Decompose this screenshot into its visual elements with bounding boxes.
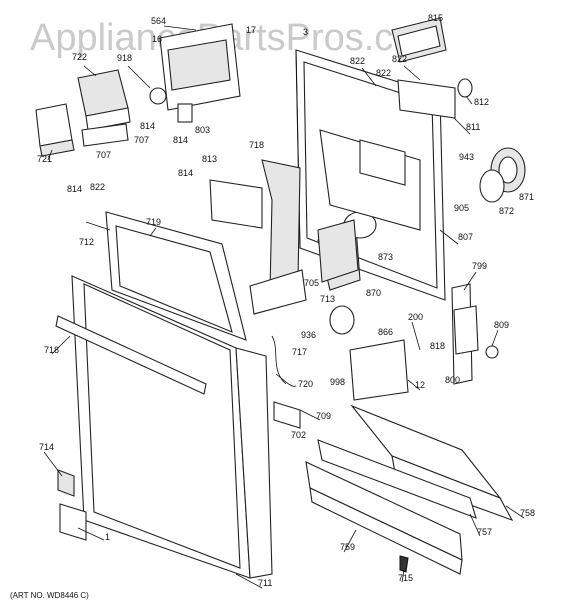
callout-803: 803 — [195, 125, 210, 135]
wire-720 — [275, 373, 297, 387]
callout-800: 800 — [445, 375, 460, 385]
door-handle-718 — [55, 315, 207, 395]
callout-720: 720 — [298, 379, 313, 389]
knob-812 — [457, 78, 473, 98]
callout-799: 799 — [472, 261, 487, 271]
bracket-707 — [81, 123, 129, 147]
callout-12: 12 — [415, 380, 425, 390]
harness-718 — [261, 159, 301, 291]
callout-998: 998 — [330, 377, 345, 387]
hinge-800 — [451, 283, 479, 385]
callout-17: 17 — [246, 25, 256, 35]
wire-717 — [271, 335, 287, 385]
gear-872 — [479, 169, 505, 203]
callout-715: 715 — [398, 573, 413, 583]
callout-813: 813 — [202, 154, 217, 164]
watermark-text: AppliancePartsPros.com — [30, 17, 446, 59]
screw-715 — [399, 555, 409, 573]
callout-943: 943 — [459, 152, 474, 162]
callout-822: 822 — [392, 54, 407, 64]
callout-200: 200 — [408, 312, 423, 322]
callout-705: 705 — [304, 278, 319, 288]
callout-702: 702 — [291, 430, 306, 440]
screw-809 — [485, 345, 499, 359]
callout-3: 3 — [303, 27, 308, 37]
callout-822: 822 — [376, 68, 391, 78]
door-frame-712 — [105, 211, 247, 341]
kickplate-759 — [305, 461, 463, 575]
callout-713: 713 — [320, 294, 335, 304]
callout-814: 814 — [178, 168, 193, 178]
callout-16: 16 — [152, 34, 162, 44]
callout-711: 711 — [258, 578, 272, 588]
dispenser-12 — [349, 339, 409, 401]
callout-905: 905 — [454, 203, 469, 213]
callout-809: 809 — [494, 320, 509, 330]
callout-757: 757 — [477, 527, 492, 537]
callout-722: 722 — [72, 52, 87, 62]
callout-719: 719 — [146, 217, 161, 227]
callout-718: 718 — [44, 345, 59, 355]
callout-707: 707 — [96, 150, 111, 160]
callout-707: 707 — [134, 135, 149, 145]
panel-757 — [317, 439, 477, 519]
callout-814: 814 — [173, 135, 188, 145]
callout-758: 758 — [520, 508, 535, 518]
badge-714 — [57, 469, 75, 497]
callout-936: 936 — [301, 330, 316, 340]
callout-870: 870 — [366, 288, 381, 298]
control-board-815 — [391, 17, 456, 119]
callout-822: 822 — [90, 182, 105, 192]
module-721 — [35, 103, 75, 157]
callout-814: 814 — [140, 121, 155, 131]
callout-1: 1 — [105, 532, 110, 542]
callout-812: 812 — [474, 97, 489, 107]
module-722 — [77, 69, 131, 131]
callout-714: 714 — [39, 442, 54, 452]
leader-lines — [43, 25, 525, 589]
callout-873: 873 — [378, 252, 393, 262]
bracket-705 — [249, 269, 307, 315]
callout-718: 718 — [249, 140, 264, 150]
pump-assembly — [149, 23, 241, 123]
callout-811: 811 — [466, 122, 480, 132]
callout-717: 717 — [292, 347, 307, 357]
callout-818: 818 — [430, 341, 445, 351]
vent-866 — [329, 305, 355, 335]
duct-870 — [317, 219, 359, 283]
callout-814: 814 — [67, 184, 82, 194]
art-number: (ART NO. WD8446 C) — [10, 591, 89, 600]
callout-709: 709 — [316, 411, 331, 421]
outer-door-1 — [71, 275, 273, 579]
callout-721: 721 — [37, 154, 52, 164]
toe-panel-758 — [350, 404, 514, 522]
callout-712: 712 — [79, 237, 94, 247]
callout-807: 807 — [458, 232, 473, 242]
callout-872: 872 — [499, 206, 514, 216]
callout-815: 815 — [428, 13, 443, 23]
callout-759: 759 — [340, 542, 355, 552]
callout-866: 866 — [378, 327, 393, 337]
panel-813 — [209, 179, 263, 229]
callout-564: 564 — [151, 16, 166, 26]
callout-822: 822 — [350, 56, 365, 66]
bracket-702 — [273, 401, 301, 429]
callout-918: 918 — [117, 53, 132, 63]
callout-871: 871 — [519, 192, 534, 202]
